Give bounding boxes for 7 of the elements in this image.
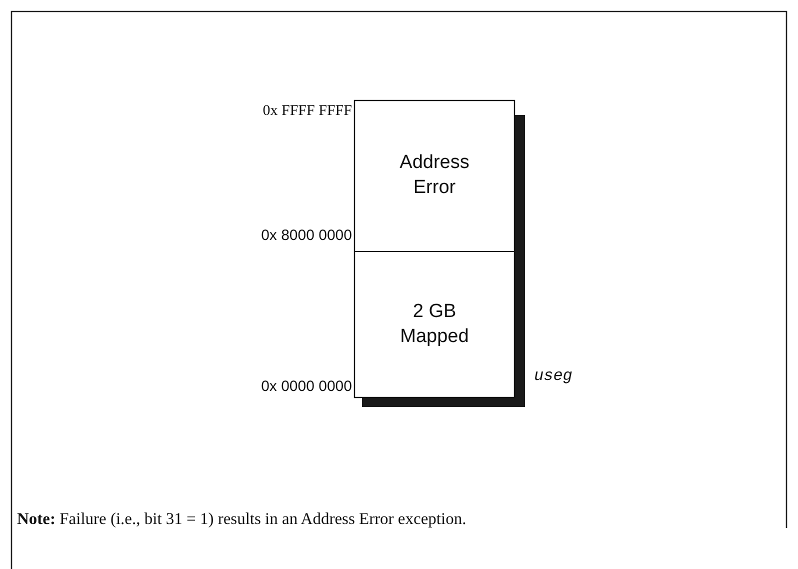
note-text: Note: Failure (i.e., bit 31 = 1) results in an Address Error exception. bbox=[17, 509, 466, 529]
address-label: 0x 0000 0000 bbox=[261, 378, 352, 395]
segment-label: 2 GB Mapped bbox=[399, 300, 470, 348]
segment-label: Address Error bbox=[398, 151, 470, 200]
segment-name: useg bbox=[534, 367, 572, 385]
address-label: 0x FFFF FFFF bbox=[262, 103, 352, 120]
address-label: 0x 8000 0000 bbox=[261, 227, 352, 244]
